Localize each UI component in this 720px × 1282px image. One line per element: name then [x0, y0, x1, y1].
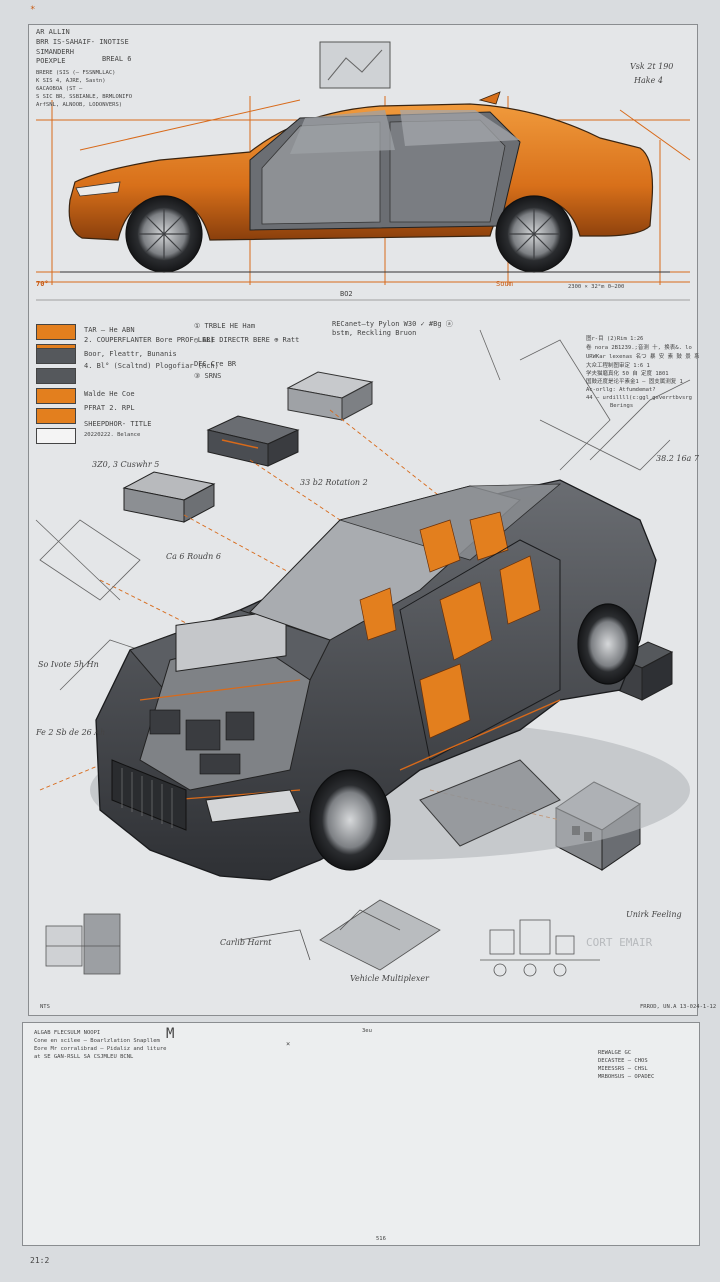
hand-note-6: 38.2 16a 7	[656, 454, 699, 463]
header-small-2: K SIS 4, AJRE, Sastn)	[36, 78, 106, 84]
cjk-line-4: 大众工程制图审定 1:6 1	[586, 363, 650, 369]
bottom-ref-1: REWALGE GC	[598, 1050, 632, 1056]
hand-note-9: Vehicle Multiplexer	[350, 974, 429, 983]
hand-note-1: 3Z0, 3 Cuswhr 5	[92, 460, 160, 469]
cjk-line-3: URWKar lexenas 名つ 暴 安 素 鼓 景 系	[586, 354, 700, 360]
detail-sketch-left	[45, 913, 121, 975]
cjk-line-8: 44 — urdillll(c:ggl gsverrtbvsrg	[586, 395, 692, 401]
legend-swatch-5	[36, 368, 76, 384]
header-small-5: ArfSNL, ALNOOB, LODONVERS)	[36, 102, 123, 108]
dark-sedan-cutaway-3-4-view	[90, 479, 690, 881]
header-small-3: 6ACAOBOA (ST —	[36, 86, 83, 92]
header-line-1: AR ALLIN	[36, 28, 70, 36]
hand-note-2: 33 b2 Rotation 2	[300, 478, 368, 487]
legend-sub-7: 20220222. Belance	[84, 432, 141, 438]
legend-text-4: 4. Bl° (Scaltnd) Plogofiar (Rch)	[84, 362, 219, 370]
cjk-line-1: 图r-目 (2)Rim 1:26	[586, 336, 644, 342]
bottom-title-2: Cone en scilee — Boarlzlation Snapllem	[34, 1038, 160, 1044]
sheet-reference: FRROD, UN.A 13-024-1-12	[640, 1004, 717, 1010]
exploded-component-battery-2	[206, 415, 300, 467]
header-line-3: SIMANDERH	[36, 48, 74, 56]
scale-note: NTS	[40, 1004, 50, 1010]
detail-sketch-center	[239, 899, 441, 971]
detail-sketch-right	[480, 919, 600, 977]
numbered-note-3: DEC Cre BR	[194, 360, 237, 368]
bottom-ref-4: MRBOHSUS — OPADEC	[598, 1074, 655, 1080]
hand-note-4: So Ivote 5h Hn	[38, 660, 99, 669]
exploded-component-module	[122, 471, 216, 523]
legend-text-5: Walde He Coe	[84, 390, 135, 398]
cjk-line-5: 学夫猫磨真化 50 自 定度 1801	[586, 371, 669, 377]
legend-text-1: TAR — He ABN	[84, 326, 135, 334]
hand-note-5: Fe 2 Sb de 26 Ah	[36, 728, 106, 737]
bottom-title-4: at SE GAN-RSLL SA CSJMLEU BCNL	[34, 1054, 134, 1060]
header-line-4: POEXPLE	[36, 57, 66, 65]
legend-swatch-7	[36, 408, 76, 424]
note-top: RECanet—ty Pylon W30 ✓ #Bg ⓐ bstm, Reckl…	[332, 320, 453, 337]
legend-text-2: 2. COUPERFLANTER Bore PROF-LER)	[84, 336, 215, 344]
dim-right-value: 2300 × 32°m 0—200	[568, 284, 625, 290]
top-right-note-2: Hake 4	[634, 76, 663, 85]
header-tag: BREAL 6	[102, 55, 132, 63]
legend-text-7: SHEEPDHOR- TITLE	[84, 420, 152, 428]
numbered-note-4: ③ SRNS	[194, 372, 222, 380]
legend-swatch-8	[36, 428, 76, 444]
legend-swatch-1	[36, 324, 76, 340]
header-line-2: BRR IS-SAHAIF- INOTISE	[36, 38, 129, 46]
cjk-line-7: Ac-orllg: Atfumdemat?	[586, 387, 656, 393]
bottom-ref-3: MIEESSRS — CHSL	[598, 1066, 648, 1072]
legend-swatch-4	[36, 348, 76, 364]
numbered-note-2: ○ ALE DIRECTR BERE ⊕ Ratt	[194, 336, 300, 344]
bottom-dim-top: 3eu	[362, 1028, 372, 1034]
numbered-note-1: ① TRBLE HE Ham	[194, 322, 256, 330]
top-right-note-1: Vsk 2t 190	[630, 62, 674, 71]
faded-stamp: CORT EMAIR	[586, 936, 653, 949]
dim-left: 70°	[36, 280, 49, 288]
bottom-elevation-panel	[22, 1022, 700, 1246]
exploded-component-battery-1	[286, 371, 374, 421]
hand-note-3: Ca 6 Roudn 6	[166, 552, 221, 561]
cjk-line-6: 国鼓还度是论平素金1 — 固支属测复 1	[586, 379, 683, 385]
bottom-dim-x: ×	[286, 1040, 291, 1048]
header-thumbnail	[319, 41, 391, 89]
legend-text-3: Boor, Fleattr, Bunanis	[84, 350, 177, 358]
bottom-dim-bottom: 516	[376, 1236, 386, 1242]
legend-swatch-6	[36, 388, 76, 404]
legend-text-6: PFRAT 2. RPL	[84, 404, 135, 412]
bottom-mark-m: M	[166, 1026, 175, 1042]
corner-mark: *	[30, 5, 36, 15]
cjk-line-2: 卷 nora 2B1239.;音测 十, 换表&. lo	[586, 345, 692, 351]
hand-note-7: Carlib Harnt	[220, 938, 272, 947]
bottom-ref-2: DECASTEE — CHOS	[598, 1058, 648, 1064]
bottom-title-3: Eore Mr corralibrad — Pidaliz and liture	[34, 1046, 167, 1052]
bottom-title-1: ALGAB FLECSULM NOOPI	[34, 1030, 101, 1036]
sketch-lines-right	[35, 329, 691, 691]
sheet-id: 21:2	[30, 1256, 50, 1265]
orange-sedan-side-view	[60, 91, 670, 273]
header-small-4: S SIC BR, SSBIANLE, BRMLONIFO	[36, 94, 133, 100]
cjk-line-9: Berings	[610, 403, 634, 409]
dim-right-label: Soum	[496, 280, 513, 288]
hand-note-8: Unirk Feeling	[626, 910, 682, 919]
dim-center: BO2	[340, 290, 353, 298]
header-small-1: BRERE (SIS (— FSSNMLLAC)	[36, 70, 116, 76]
